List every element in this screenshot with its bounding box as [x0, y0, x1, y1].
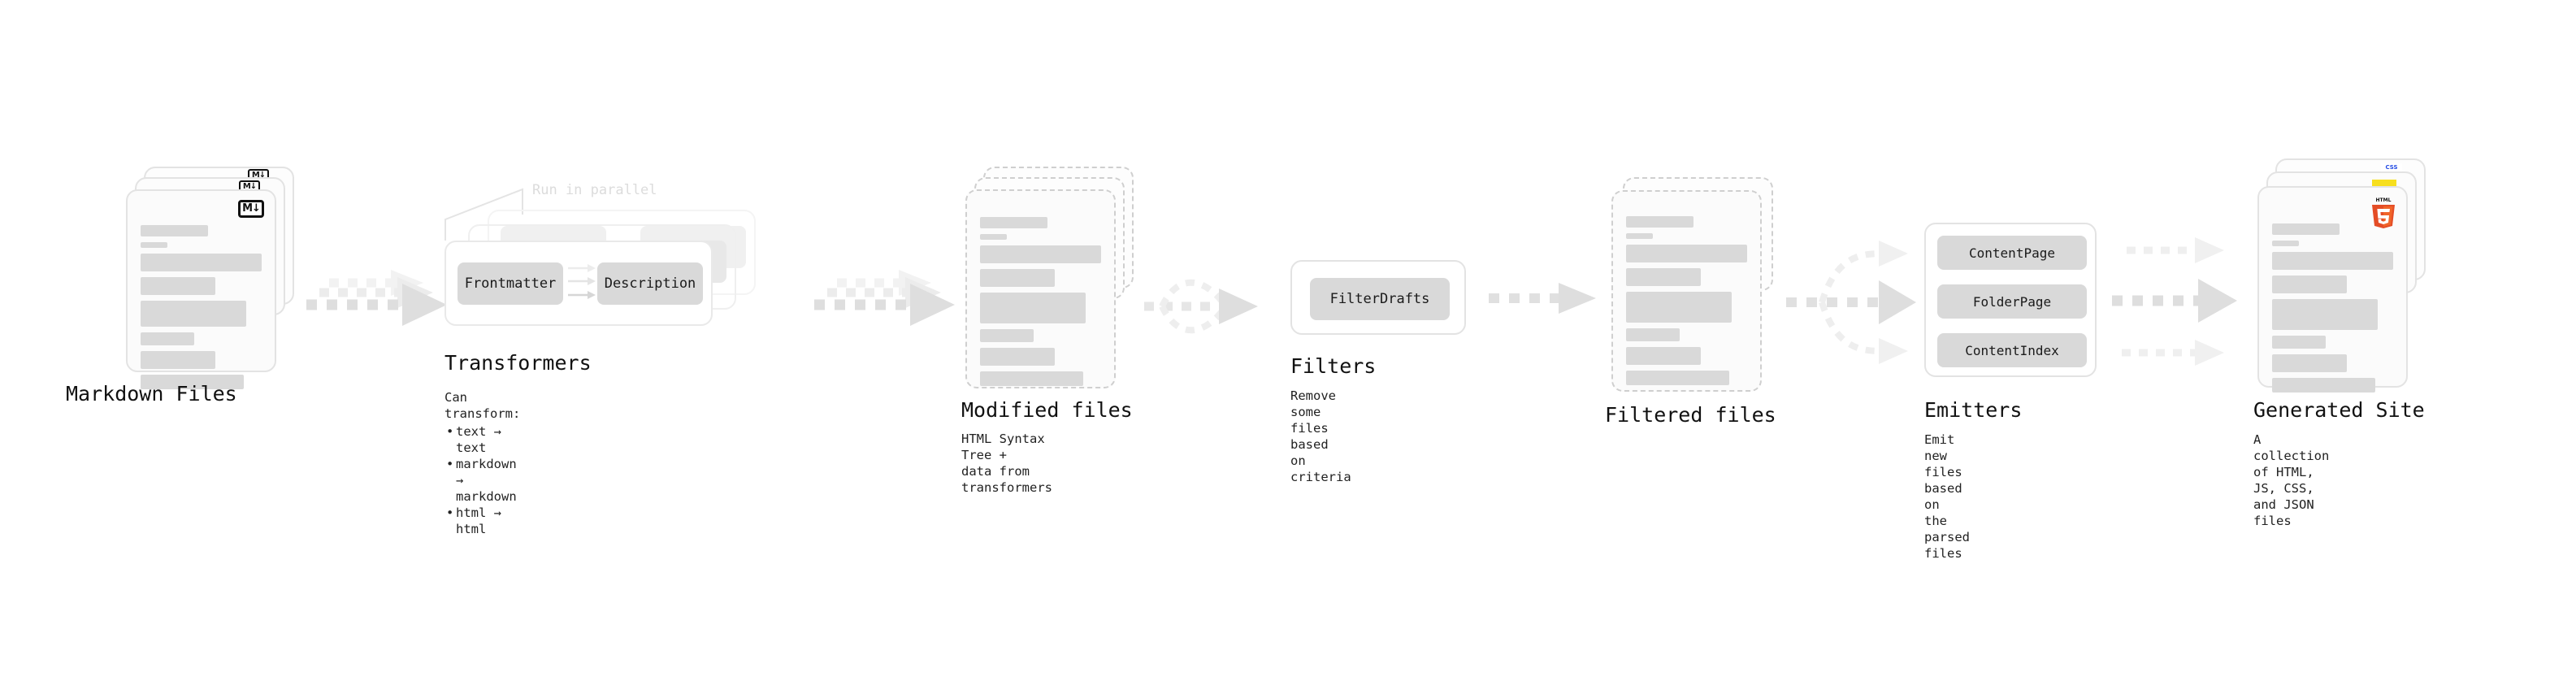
transformer-box-front: Frontmatter Description: [445, 241, 713, 326]
emitters-box: ContentPage FolderPage ContentIndex: [1924, 223, 2097, 377]
markdown-doc-skeleton: [141, 225, 262, 395]
modified-files-title: Modified files: [961, 398, 1133, 422]
arrow-emitters-to-site: [2112, 237, 2237, 366]
markdown-badge-icon: M↓: [238, 200, 264, 218]
transformer-chip-description[interactable]: Description: [597, 262, 703, 305]
filtered-doc-front: [1611, 190, 1762, 392]
generated-site-desc: A collection of HTML, JS, CSS, and JSON …: [2253, 432, 2330, 528]
site-doc-front: HTML: [2257, 186, 2408, 393]
html5-badge: HTML: [2372, 197, 2395, 228]
modified-doc-skeleton: [980, 217, 1101, 392]
arrow-filters-to-filtered: [1489, 283, 1596, 314]
filters-desc: Remove some files based on criteria: [1290, 388, 1351, 484]
transformers-bullet-markdown: markdown → markdown: [445, 456, 520, 505]
arrow-filtered-to-emitters: [1786, 241, 1916, 364]
markdown-files-title: Markdown Files: [66, 382, 237, 406]
emitters-chip-folderpage[interactable]: FolderPage: [1937, 284, 2087, 319]
filters-title: Filters: [1290, 354, 1377, 378]
arrow-markdown-to-transformers: [306, 270, 447, 326]
transformers-title: Transformers: [445, 351, 592, 375]
modified-files-desc: HTML Syntax Tree + data from transformer…: [961, 432, 1052, 495]
transformers-bullet-html: html → html: [445, 505, 520, 537]
generated-site-title: Generated Site: [2253, 398, 2425, 422]
transformers-desc-lead: Can transform:: [445, 390, 521, 421]
filtered-doc-skeleton: [1626, 216, 1747, 391]
markdown-doc-front: M↓: [126, 189, 276, 389]
transformers-capability-list: Can transform: text → text markdown → ma…: [445, 389, 520, 537]
filters-box: FilterDrafts: [1290, 260, 1466, 335]
run-in-parallel-leader: [445, 188, 523, 241]
transformers-bullet-text: text → text: [445, 423, 520, 456]
emitters-desc: Emit new files based on the parsed files: [1924, 432, 1970, 561]
modified-doc-front: [965, 189, 1116, 388]
site-doc-skeleton: [2272, 223, 2393, 398]
transformer-chip-frontmatter[interactable]: Frontmatter: [458, 262, 563, 305]
transformer-inner-arrows: [568, 264, 596, 299]
svg-text:HTML: HTML: [2376, 197, 2392, 203]
run-in-parallel-label: Run in parallel: [532, 182, 657, 198]
filters-chip-filterdrafts[interactable]: FilterDrafts: [1310, 278, 1450, 320]
filtered-files-title: Filtered files: [1605, 403, 1776, 427]
arrow-transformers-to-modified: [814, 270, 955, 326]
arrow-modified-to-filters: [1144, 279, 1258, 334]
emitters-chip-contentpage[interactable]: ContentPage: [1937, 236, 2087, 270]
emitters-chip-contentindex[interactable]: ContentIndex: [1937, 333, 2087, 367]
emitters-title: Emitters: [1924, 398, 2023, 422]
